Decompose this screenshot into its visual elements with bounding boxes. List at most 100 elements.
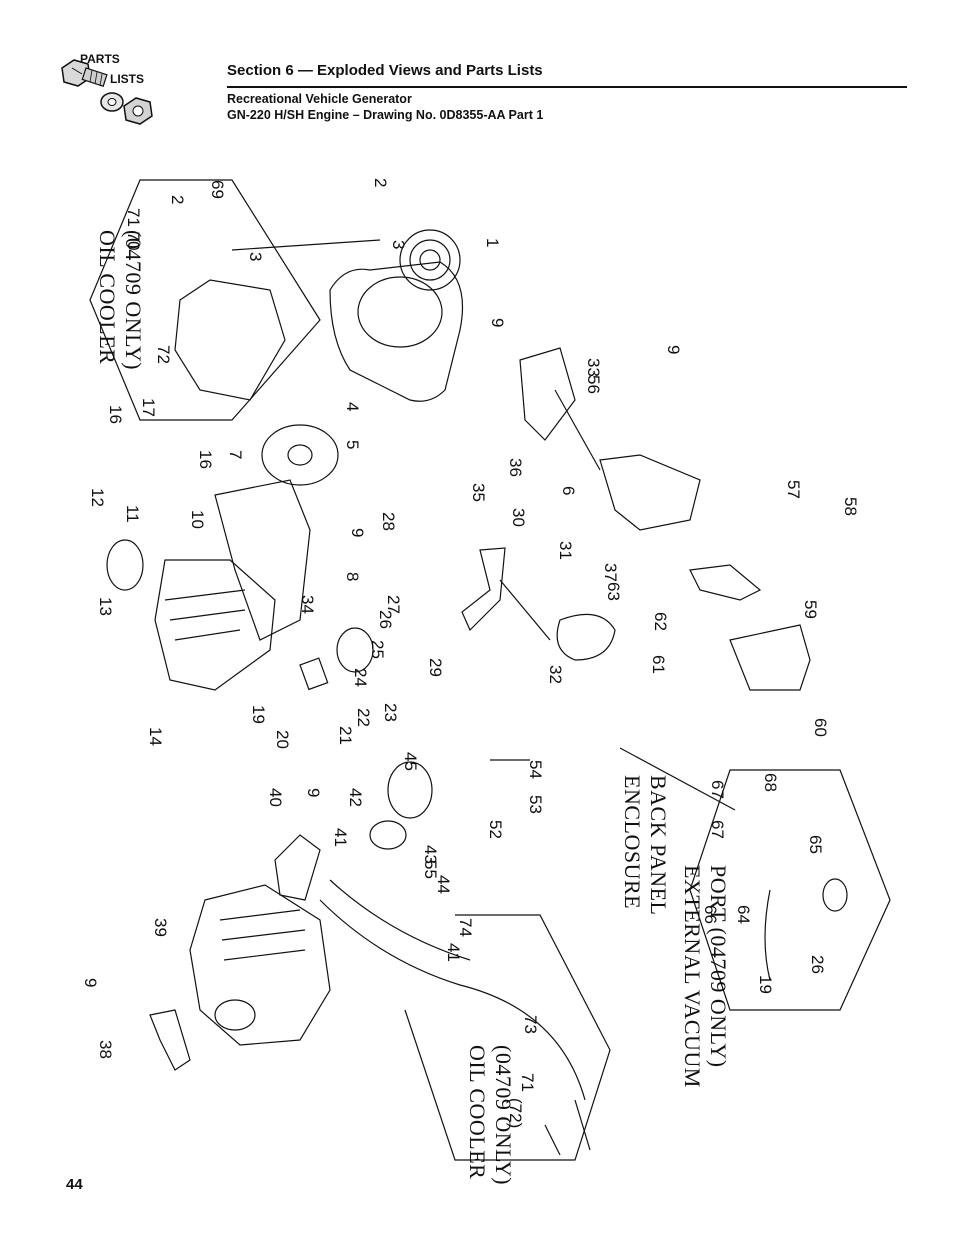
callout-number: 73	[521, 1015, 540, 1034]
callout-number: 26	[376, 610, 395, 629]
callout-number: 60	[811, 718, 830, 737]
logo-text-parts: PARTS	[80, 52, 120, 66]
callout-number: 8	[343, 572, 362, 581]
callout-number: 26	[808, 955, 827, 974]
callout-number: 20	[273, 730, 292, 749]
page-number: 44	[66, 1176, 83, 1193]
callout-number: 43	[421, 845, 440, 864]
callout-number: 27	[384, 595, 403, 614]
callout-number: 40	[266, 788, 285, 807]
callout-number: 62	[651, 612, 670, 631]
callout-number: 13	[96, 597, 115, 616]
engine-block-shape	[154, 559, 276, 691]
callout-number: 3	[389, 240, 408, 249]
callout-number: 57	[784, 480, 803, 499]
callout-number: 39	[151, 918, 170, 937]
callout-number: 3	[246, 252, 265, 261]
callout-number: 9	[81, 978, 100, 987]
callout-number: 53	[526, 795, 545, 814]
callout-number: 19	[756, 975, 775, 994]
callout-number: 63	[604, 582, 623, 601]
fan-grille-shape	[399, 229, 461, 291]
callout-number: 59	[801, 600, 820, 619]
oil-cooler-bottom-frame	[404, 914, 611, 1161]
callout-number: 41	[444, 943, 463, 962]
callout-number: 61	[649, 655, 668, 674]
callout-number: 69	[208, 180, 227, 199]
governor-shape	[556, 613, 616, 661]
callout-number: 31	[556, 541, 575, 560]
engine-shroud-shape	[174, 279, 286, 401]
callout-number: 36	[506, 458, 525, 477]
callout-number: 71 70	[124, 208, 143, 251]
callout-number: 6	[559, 486, 578, 495]
throttle-bracket-shape	[461, 547, 506, 632]
callout-number: 74	[456, 918, 475, 937]
subtitle-drawing: GN-220 H/SH Engine – Drawing No. 0D8355-…	[227, 108, 544, 122]
callout-number: 67	[708, 780, 727, 799]
mount-plate-shape	[599, 454, 701, 531]
blower-opening-shape	[357, 276, 443, 348]
callout-number: 42	[346, 788, 365, 807]
callout-number: 29	[426, 658, 445, 677]
callout-number: 32	[546, 665, 565, 684]
title-oil-cooler-top-line1: OIL COOLER	[95, 230, 120, 364]
bracket-shape	[149, 1009, 191, 1071]
callout-number: 54	[526, 760, 545, 779]
callout-number: 2	[168, 195, 187, 204]
callout-number: 71	[518, 1073, 537, 1092]
parts-lists-logo	[61, 59, 153, 125]
callout-number: 35	[469, 483, 488, 502]
callout-number: 14	[146, 727, 165, 746]
title-enclosure-line1: ENCLOSURE	[620, 775, 645, 909]
callout-number: 4	[343, 402, 362, 411]
title-oil-cooler-bottom-line1: OIL COOLER	[465, 1045, 490, 1179]
enclosure-cover-shape	[729, 624, 811, 691]
callout-number: 1	[483, 238, 502, 247]
title-vacuum-line2: PORT (04709 ONLY)	[706, 865, 731, 1068]
control-bracket-shape	[519, 347, 576, 441]
callout-number: 67	[708, 820, 727, 839]
subtitle-product: Recreational Vehicle Generator	[227, 92, 412, 106]
callout-number: 25	[368, 640, 387, 659]
hose-shape	[319, 899, 586, 1101]
carburetor-shape	[336, 627, 374, 673]
callout-number: 21	[336, 726, 355, 745]
callout-number: (72)	[506, 1098, 525, 1128]
title-oil-cooler-top-line2: (04709 ONLY)	[121, 230, 146, 370]
callout-number: 45	[401, 752, 420, 771]
blower-housing-shape	[329, 261, 464, 402]
flywheel-fan-shape	[261, 424, 339, 486]
callout-number: 9	[348, 528, 367, 537]
vacuum-fitting-shape	[822, 878, 848, 912]
callout-number: 34	[298, 595, 317, 614]
callout-number: 24	[351, 668, 370, 687]
callout-number: 10	[188, 510, 207, 529]
callout-number: 7	[226, 450, 245, 459]
callout-number: 16	[196, 450, 215, 469]
callout-number: 66	[701, 905, 720, 924]
oil-fill-shape	[214, 999, 256, 1031]
callout-number: 2	[371, 178, 390, 187]
callout-number: 41	[331, 828, 350, 847]
callout-number: 23	[381, 703, 400, 722]
header-rule	[227, 86, 907, 88]
callout-number: 22	[354, 708, 373, 727]
callout-number: 55	[421, 860, 440, 879]
callout-number: 52	[486, 820, 505, 839]
callout-number: 72	[154, 345, 173, 364]
enclosure-bracket-shape	[689, 564, 762, 601]
lower-engine-shape	[189, 884, 331, 1046]
oil-cooler-top-frame	[89, 179, 321, 421]
callout-number: 37	[601, 563, 620, 582]
ignition-shape	[106, 539, 144, 591]
deflector-shape	[274, 834, 321, 901]
callout-number: 16	[106, 405, 125, 424]
callout-number: 64	[734, 905, 753, 924]
callout-number: 30	[509, 508, 528, 527]
callout-number: 9	[664, 345, 683, 354]
callout-number: 58	[841, 497, 860, 516]
callout-number: 17	[139, 398, 158, 417]
callout-number: 28	[379, 512, 398, 531]
